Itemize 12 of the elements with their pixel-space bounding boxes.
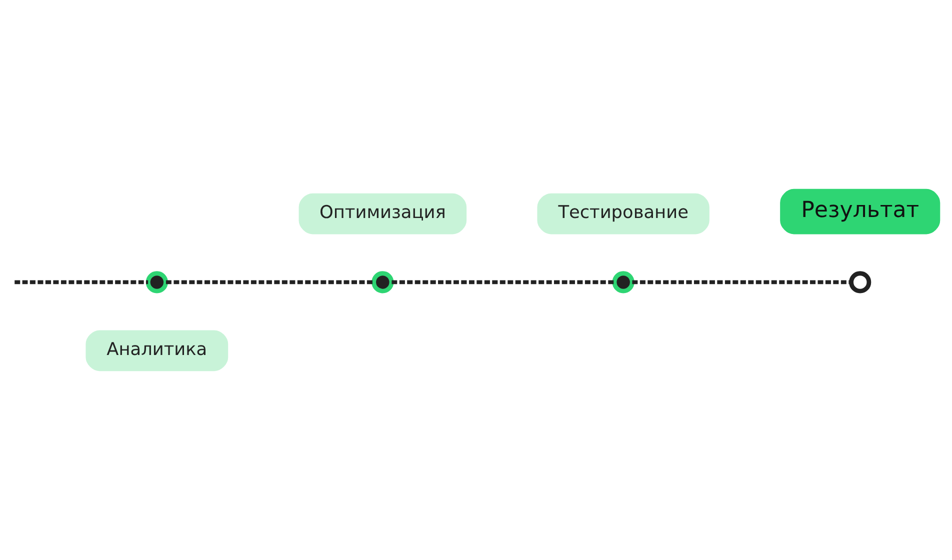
node-circle	[612, 271, 634, 294]
connector	[165, 280, 373, 284]
node-box: Аналитика	[85, 330, 228, 372]
node-circle	[145, 271, 168, 294]
node-circle	[848, 271, 871, 294]
node-box: Оптимизация	[298, 193, 466, 234]
connector	[632, 280, 850, 284]
node-circle	[371, 271, 394, 294]
node-box: Тестирование	[536, 193, 709, 234]
connector	[391, 280, 614, 284]
node-box: Результат	[780, 188, 940, 234]
connector	[14, 280, 148, 284]
